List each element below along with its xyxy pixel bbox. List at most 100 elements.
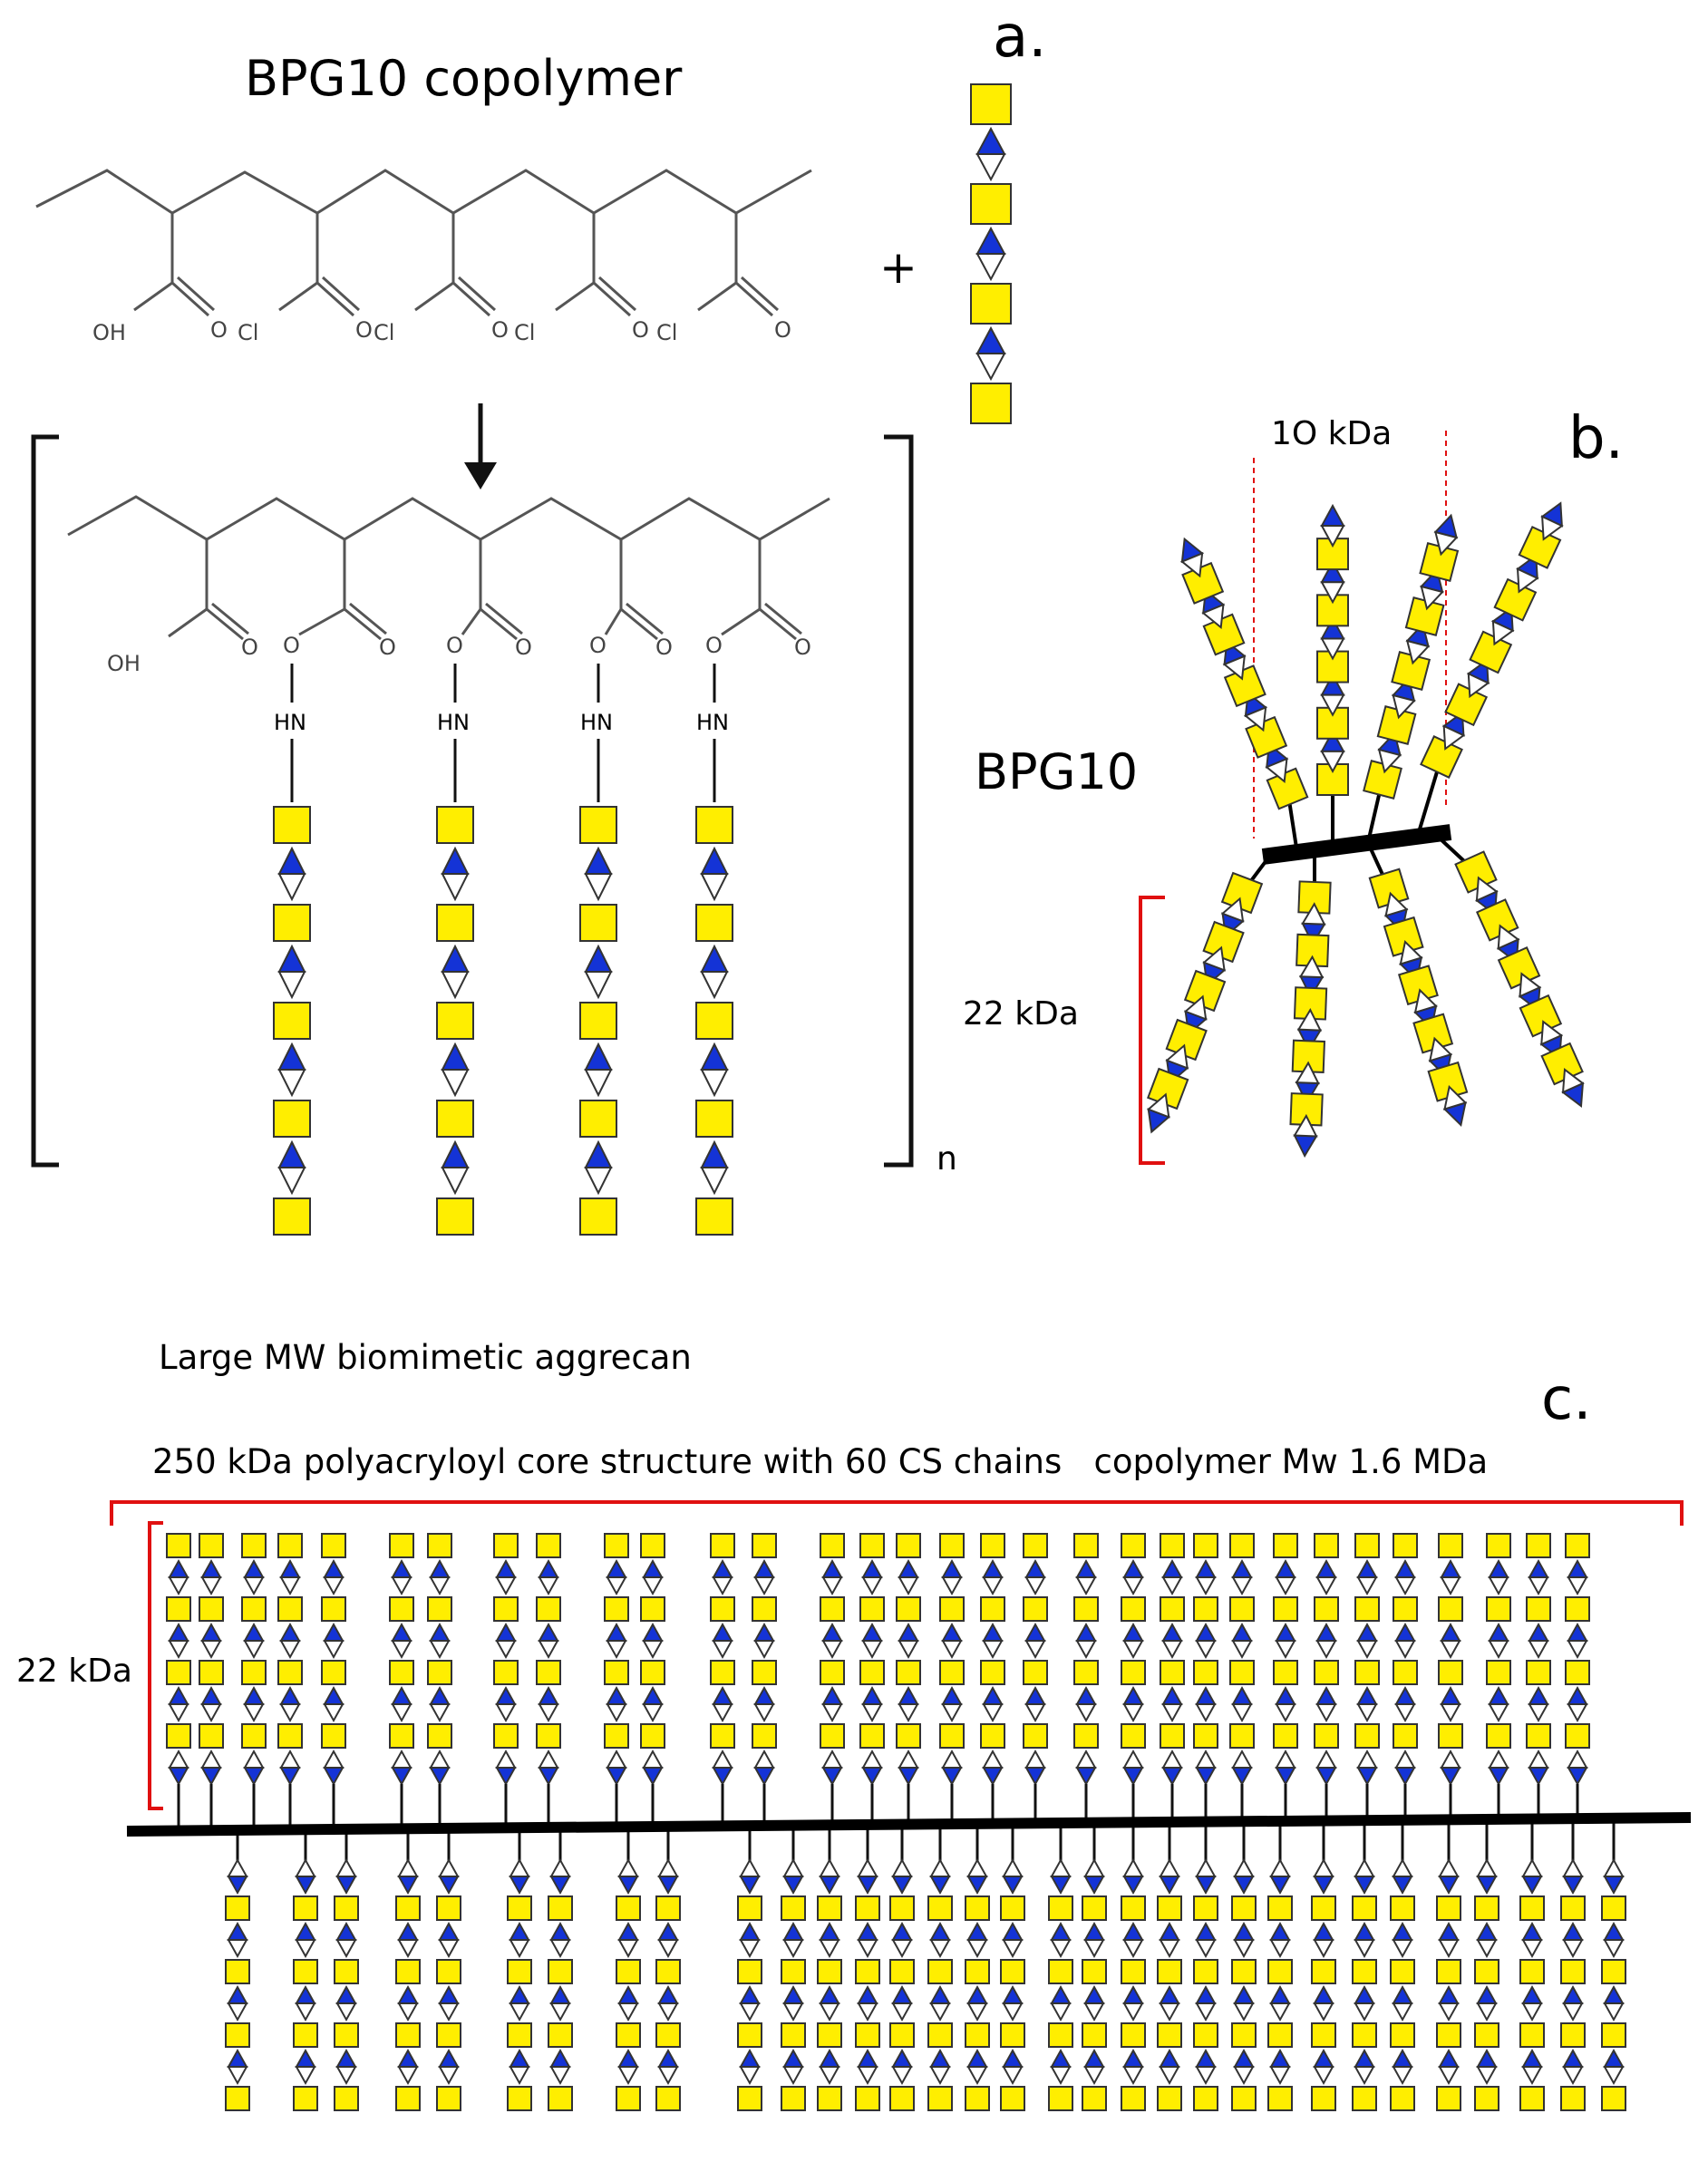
diamond-icon [982, 1685, 1004, 1723]
diamond-icon [819, 1921, 840, 1959]
glcnac-triangle-icon [1275, 1622, 1296, 1642]
gal-square-icon [1073, 1660, 1099, 1685]
gal-square-icon [389, 1533, 414, 1558]
glcnac-triangle-icon [898, 1622, 919, 1642]
diamond-icon [1476, 1984, 1498, 2022]
glcnac-triangle-icon [200, 1640, 222, 1660]
gal-square-icon [640, 1660, 665, 1685]
diamond-icon [1356, 1558, 1378, 1596]
glcnac-triangle-icon [243, 1685, 265, 1705]
glcnac-triangle-icon [295, 1984, 316, 2004]
diamond-icon [277, 1139, 306, 1196]
gal-square-icon [927, 1959, 953, 1984]
cs-chain-bottom [1436, 1819, 1461, 2111]
glcnac-triangle-icon [391, 1640, 412, 1660]
glcnac-triangle-icon [584, 944, 613, 973]
gal-square-icon [1438, 1596, 1463, 1622]
glcnac-triangle-icon [1195, 2002, 1217, 2022]
glcnac-triangle-icon [1083, 1939, 1105, 1959]
glcnac-triangle-icon [279, 1703, 301, 1723]
glcnac-triangle-icon [1320, 637, 1345, 661]
gal-square-icon [436, 2086, 461, 2111]
glcnac-triangle-icon [1488, 1685, 1509, 1705]
gal-square-icon [436, 1197, 474, 1236]
glcnac-triangle-icon [509, 1921, 530, 1941]
amine-label: HN [437, 710, 470, 735]
cs-chain-top [1023, 1533, 1048, 1824]
gal-square-icon [939, 1596, 965, 1622]
glcnac-triangle-icon [1122, 2002, 1144, 2022]
glcnac-triangle-icon [1315, 1640, 1337, 1660]
glcnac-triangle-icon [1195, 2048, 1217, 2068]
diamond-icon [861, 1622, 883, 1660]
glcnac-triangle-icon [898, 1640, 919, 1660]
glcnac-triangle-icon [1354, 2048, 1375, 2068]
gal-square-icon [334, 2086, 359, 2111]
bottom-backbone [67, 495, 830, 541]
glcnac-triangle-icon [438, 2048, 460, 2068]
diamond-icon [1083, 1984, 1105, 2022]
glcnac-triangle-icon [606, 1767, 627, 1787]
gal-square-icon [1202, 613, 1246, 656]
glcnac-triangle-icon [1603, 1939, 1625, 1959]
glcnac-triangle-icon [929, 1921, 951, 1941]
cs-chain-bottom [1267, 1820, 1293, 2111]
glcnac-triangle-icon [1562, 1939, 1584, 1959]
glcnac-triangle-icon [1269, 2066, 1291, 2086]
glcnac-triangle-icon [1438, 1984, 1460, 2004]
side-bond [168, 607, 208, 638]
gal-square-icon [395, 1959, 421, 1984]
diamond-icon [295, 1921, 316, 1959]
gal-square-icon [1311, 1959, 1336, 1984]
glcnac-triangle-icon [1528, 1703, 1549, 1723]
glcnac-triangle-icon [891, 1876, 913, 1895]
glcnac-triangle-icon [441, 944, 470, 973]
gal-square-icon [1229, 1660, 1255, 1685]
cs-chain-top [980, 1533, 1005, 1824]
glcnac-triangle-icon [819, 1939, 840, 1959]
gal-square-icon [695, 806, 733, 844]
glcnac-triangle-icon [898, 1749, 919, 1769]
glcnac-triangle-icon [1377, 748, 1402, 774]
glcnac-triangle-icon [739, 2048, 761, 2068]
diamond-icon [1298, 955, 1325, 999]
glcnac-triangle-icon [1440, 1576, 1461, 1596]
diamond-icon [1394, 1558, 1416, 1596]
gal-square-icon [1474, 2022, 1499, 2048]
glcnac-triangle-icon [1320, 581, 1345, 605]
gal-square-icon [1436, 2086, 1461, 2111]
diamond-icon [606, 1622, 627, 1660]
diamond-icon [509, 1857, 530, 1895]
gal-square-icon [817, 1959, 842, 1984]
gal-square-icon [1160, 1723, 1185, 1749]
glcnac-triangle-icon [1075, 1640, 1097, 1660]
gal-square-icon [1183, 969, 1227, 1013]
glcnac-triangle-icon [277, 1069, 306, 1098]
diamond-icon [584, 944, 613, 1000]
glcnac-triangle-icon [1159, 2002, 1180, 2022]
gal-square-icon [536, 1723, 561, 1749]
diamond-icon [1488, 1558, 1509, 1596]
glcnac-triangle-icon [1122, 1558, 1144, 1578]
diamond-icon [1231, 1558, 1253, 1596]
diamond-icon [1122, 1685, 1144, 1723]
glcnac-triangle-icon [1075, 1622, 1097, 1642]
gal-square-icon [927, 2022, 953, 2048]
glcnac-triangle-icon [295, 2002, 316, 2022]
glcnac-triangle-icon [700, 1069, 729, 1098]
gal-square-icon [965, 1895, 990, 1921]
diamond-icon [1603, 2048, 1625, 2086]
gal-square-icon [334, 1959, 359, 1984]
glcnac-triangle-icon [243, 1558, 265, 1578]
glcnac-triangle-icon [1313, 1921, 1334, 1941]
glcnac-triangle-icon [1438, 2002, 1460, 2022]
glcnac-triangle-icon [495, 1576, 517, 1596]
diamond-icon [1320, 616, 1345, 661]
glcnac-triangle-icon [861, 1749, 883, 1769]
diamond-icon [617, 1857, 639, 1895]
diamond-icon [1122, 1921, 1144, 1959]
diamond-icon [1233, 2048, 1255, 2086]
gal-square-icon [710, 1596, 735, 1622]
diamond-icon [821, 1685, 843, 1723]
gal-square-icon [859, 1723, 885, 1749]
